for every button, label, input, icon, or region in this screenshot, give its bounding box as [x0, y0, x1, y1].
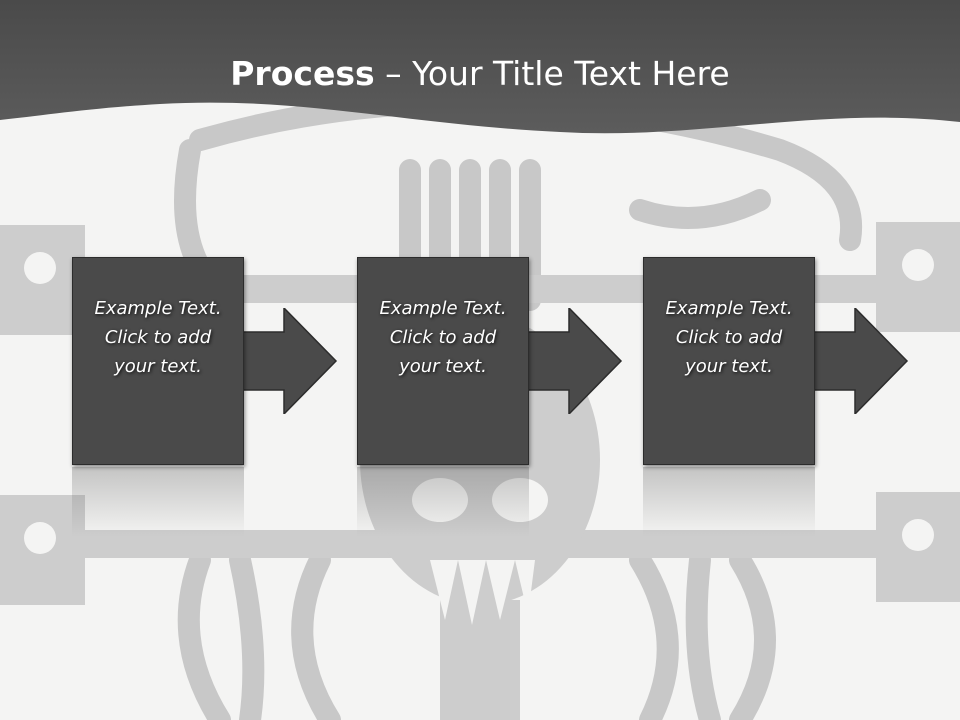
step-3-reflection [643, 467, 815, 537]
step-1-box[interactable]: Example Text. Click to add your text. [72, 257, 244, 465]
step-3-box[interactable]: Example Text. Click to add your text. [643, 257, 815, 465]
step-3-text[interactable]: Example Text. Click to add your text. [665, 297, 793, 377]
step-1-arrow [242, 308, 338, 414]
step-2-box[interactable]: Example Text. Click to add your text. [357, 257, 529, 465]
step-2-arrow [527, 308, 623, 414]
step-2-text[interactable]: Example Text. Click to add your text. [379, 297, 507, 377]
slide-title-rest: – Your Title Text Here [374, 54, 730, 93]
slide-title: Process – Your Title Text Here [0, 52, 960, 96]
step-1-text[interactable]: Example Text. Click to add your text. [94, 297, 222, 377]
slide-title-bold: Process [230, 54, 375, 93]
step-2-reflection [357, 467, 529, 537]
header-band [0, 0, 960, 134]
step-3-arrow [813, 308, 909, 414]
step-1-reflection [72, 467, 244, 537]
